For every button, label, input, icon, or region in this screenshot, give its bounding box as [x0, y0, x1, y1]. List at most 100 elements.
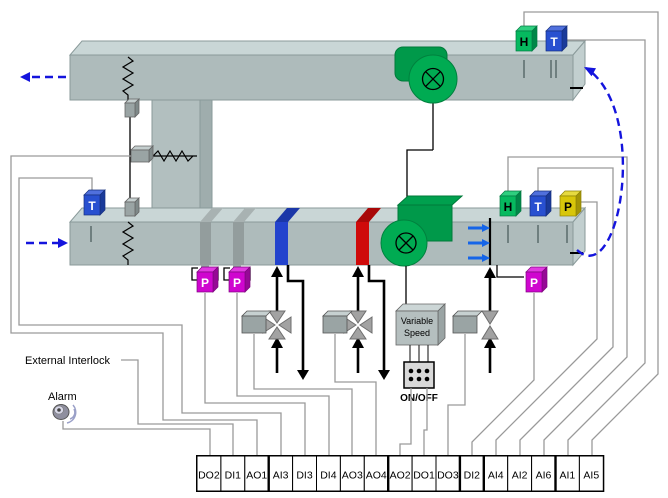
io-cell[interactable]: AI4: [483, 455, 509, 492]
on-off-label: ON/OFF: [400, 393, 438, 404]
return-duct-front-face: [69, 54, 574, 101]
io-cell[interactable]: AO1: [244, 455, 270, 492]
wire-heatvalve-ao4: [334, 334, 377, 456]
wire-returnhumidity-ai5: [523, 11, 659, 456]
io-cell[interactable]: DO1: [411, 455, 437, 492]
vsd-label-line1: Variable: [401, 316, 433, 326]
control-wires: [10, 11, 659, 456]
humidifier-valve[interactable]: [481, 310, 499, 340]
cooling-valve-actuator[interactable]: [241, 310, 272, 334]
filter1-dp-sensor[interactable]: P: [196, 266, 219, 293]
io-cell-label: DI2: [464, 470, 481, 482]
mixing-damper-actuator[interactable]: [130, 145, 154, 163]
io-group-separators: [267, 456, 557, 491]
sensor-letter: H: [520, 35, 529, 49]
exhaust-fan[interactable]: [394, 46, 458, 104]
cooling-coil-top: [275, 208, 300, 222]
wire-supplyhumidity-ai6: [507, 156, 628, 456]
sensor-probes: [90, 60, 568, 243]
mixing-duct-side: [199, 85, 213, 224]
fan-dp-sensor[interactable]: P: [525, 266, 548, 293]
wire-interlock-di1: [121, 359, 234, 456]
io-cell[interactable]: AI6: [531, 455, 556, 492]
io-cell-label: AI5: [583, 470, 599, 482]
outdoor-temperature-sensor[interactable]: T: [83, 189, 106, 216]
io-cell[interactable]: AO4: [363, 455, 389, 492]
on-off-connector[interactable]: [403, 361, 435, 389]
sensor-letter: P: [201, 276, 209, 290]
actuator-front: [124, 102, 136, 118]
io-cell[interactable]: DO2: [196, 455, 222, 492]
cooling-coil-front: [275, 222, 288, 265]
filter-top: [200, 208, 223, 222]
vsd-side: [437, 303, 446, 346]
io-cell[interactable]: AI2: [507, 455, 533, 492]
wire-onoff-do1: [423, 388, 428, 456]
recirculation-arrowhead-icon: [584, 67, 596, 77]
return-damper-icon: [121, 56, 135, 100]
heating-coil: [356, 208, 381, 265]
wire-returntemp-ai1: [567, 39, 646, 456]
recirculation-arrow: [576, 66, 624, 257]
supply-humidity-sensor[interactable]: H: [499, 190, 522, 217]
io-cell-label: DI1: [225, 470, 242, 482]
io-cell[interactable]: DI4: [316, 455, 341, 492]
io-terminal-strip: DO2 DI1 AO1 AI3 DI3 DI4 AO3 AO4 AO2 DO1 …: [196, 455, 605, 492]
speaker-center-icon: [57, 408, 61, 412]
sensor-letter: T: [88, 199, 96, 213]
supply-pressure-sensor[interactable]: P: [559, 190, 582, 217]
heating-valve-actuator[interactable]: [322, 310, 353, 334]
fresh-air-damper-actuator[interactable]: [124, 197, 140, 217]
io-cell-label: AI1: [560, 470, 576, 482]
humidifier-piping: [484, 267, 496, 373]
fresh-air-damper-icon: [121, 221, 135, 265]
return-humidity-sensor[interactable]: H: [515, 25, 538, 52]
actuator-front: [130, 149, 150, 163]
io-cell-label: DI4: [320, 470, 337, 482]
sensor-letter: T: [550, 35, 558, 49]
return-temperature-sensor[interactable]: T: [545, 25, 568, 52]
io-cell-label: DO2: [198, 470, 220, 482]
exhaust-air-arrowhead-icon: [20, 72, 30, 82]
io-cell[interactable]: AI5: [578, 455, 604, 492]
io-cell[interactable]: DI2: [459, 455, 485, 492]
io-cell-label: DI3: [296, 470, 313, 482]
io-cell[interactable]: AO2: [387, 455, 413, 492]
sensor-letter: P: [233, 276, 241, 290]
filter2-dp-sensor[interactable]: P: [228, 266, 251, 293]
supply-fan[interactable]: [380, 195, 464, 267]
vsd-front: [395, 310, 439, 346]
return-damper-actuator[interactable]: [124, 98, 140, 118]
io-cell[interactable]: AI3: [268, 455, 294, 492]
wire-filter1-di3: [204, 293, 306, 456]
variable-speed-drive[interactable]: Variable Speed: [395, 303, 446, 346]
sensor-letter: H: [504, 200, 513, 214]
io-cell[interactable]: AI1: [555, 455, 580, 492]
io-cell[interactable]: DO3: [435, 455, 461, 492]
vsd-connector-leads: [409, 345, 429, 362]
airflow-arrows: [20, 66, 624, 257]
io-cell-label: AO4: [366, 470, 387, 482]
io-cell-label: AO1: [246, 470, 267, 482]
wire-filter2-di4: [236, 293, 330, 456]
vsd-top: [395, 303, 446, 312]
io-cell[interactable]: DI1: [220, 455, 246, 492]
io-cell[interactable]: DI3: [292, 455, 318, 492]
alarm-speaker[interactable]: [52, 404, 77, 424]
sensor-letter: P: [564, 200, 572, 214]
sensor-letter: T: [534, 200, 542, 214]
cooling-coil: [275, 208, 300, 265]
cooling-coil-piping: [271, 265, 309, 380]
wire-alarm-do2: [62, 421, 211, 456]
fan-scroll-top: [396, 195, 464, 206]
io-cell-label: AO3: [342, 470, 363, 482]
wire-fandp-di2: [471, 293, 535, 456]
wire-supplytemp-ai2: [519, 167, 614, 456]
actuator-front: [124, 201, 136, 217]
io-cell-label: DO1: [413, 470, 435, 482]
supply-temperature-sensor[interactable]: T: [529, 190, 552, 217]
io-cell[interactable]: AO3: [339, 455, 365, 492]
vsd-label-line2: Speed: [404, 328, 430, 338]
external-interlock-label: External Interlock: [25, 355, 110, 367]
humidifier-valve-actuator[interactable]: [452, 310, 483, 334]
